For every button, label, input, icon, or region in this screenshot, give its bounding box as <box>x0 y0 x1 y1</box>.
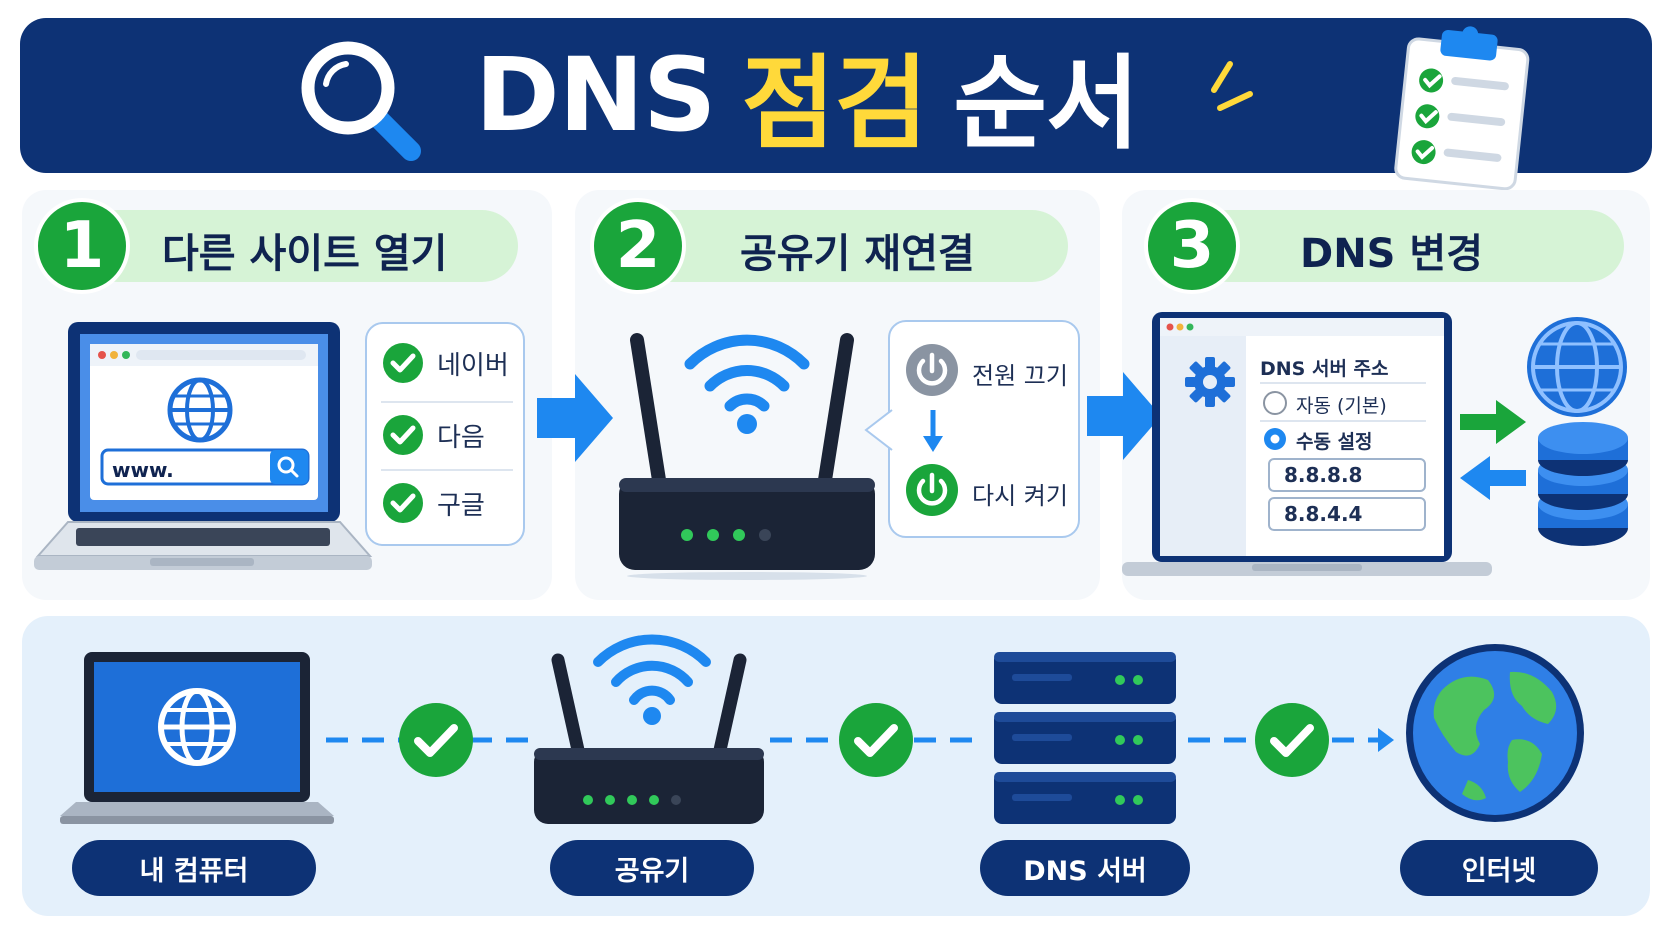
list-item: 다음 <box>367 402 527 468</box>
step-3-title: DNS 변경 <box>1300 231 1484 277</box>
power-on-label: 다시 켜기 <box>972 482 1068 510</box>
option-manual-label: 수동 설정 <box>1296 431 1373 453</box>
step-3-number: 3 <box>1144 198 1240 294</box>
arrow-left-blue-icon <box>1460 456 1526 500</box>
arrow-down-icon <box>923 410 943 452</box>
step-1-header <box>82 210 518 282</box>
browser-laptop-icon <box>34 322 373 570</box>
server-icon <box>994 652 1176 824</box>
flow-check-icon <box>839 703 913 777</box>
computer-icon <box>60 652 334 824</box>
list-item: 구글 <box>367 470 527 536</box>
clipboard-checklist-icon <box>1394 26 1530 191</box>
power-on-icon <box>906 464 958 516</box>
dns-window-title: DNS 서버 주소 <box>1260 358 1389 380</box>
globe-icon <box>1527 317 1627 417</box>
check-icon <box>383 415 423 455</box>
check-icon <box>383 483 423 523</box>
site-checklist: 네이버 다음 구글 <box>365 322 525 546</box>
arrow-right-icon <box>537 374 613 462</box>
title-prefix: DNS <box>475 35 716 155</box>
flow-wifi-icon <box>593 634 711 725</box>
step-3-header <box>1192 210 1624 282</box>
arrow-right-green-icon <box>1460 400 1526 444</box>
step-1-title: 다른 사이트 열기 <box>162 231 448 277</box>
step-1-number: 1 <box>34 198 130 294</box>
header-banner: DNS 점검 순서 <box>20 18 1652 173</box>
power-off-icon <box>906 344 958 396</box>
step-2-title: 공유기 재연결 <box>740 231 975 277</box>
list-item: 네이버 <box>367 330 527 396</box>
page-title: DNS 점검 순서 <box>475 34 1140 164</box>
dns-primary-field[interactable]: 8.8.8.8 <box>1268 458 1426 492</box>
radio-manual[interactable] <box>1262 426 1288 452</box>
node-label-internet: 인터넷 <box>1400 840 1598 896</box>
step-2-header <box>636 210 1068 282</box>
divider <box>1260 420 1426 422</box>
divider <box>1260 382 1426 384</box>
bubble-tail <box>864 409 895 451</box>
site-label: 다음 <box>437 422 485 453</box>
spark-icon <box>1211 61 1253 111</box>
earth-icon <box>1406 644 1584 822</box>
power-cycle-card: 전원 끄기 다시 켜기 <box>864 320 1080 538</box>
router-icon <box>619 333 875 580</box>
title-suffix: 순서 <box>953 44 1140 164</box>
site-label: 네이버 <box>437 350 509 381</box>
node-label-router: 공유기 <box>550 840 754 896</box>
flow-check-icon <box>1255 703 1329 777</box>
check-icon <box>383 343 423 383</box>
step-2-number: 2 <box>590 198 686 294</box>
radio-auto[interactable] <box>1262 390 1288 416</box>
title-highlight: 점검 <box>741 44 929 164</box>
node-label-dns-server: DNS 서버 <box>980 840 1190 896</box>
node-label-computer: 내 컴퓨터 <box>72 840 316 896</box>
gear-icon <box>1185 357 1235 407</box>
arrow-right-icon <box>1087 372 1161 460</box>
option-auto-label: 자동 (기본) <box>1296 395 1387 417</box>
dns-secondary-field[interactable]: 8.8.4.4 <box>1268 497 1426 531</box>
globe-icon <box>167 377 233 443</box>
magnifier-icon <box>301 41 421 161</box>
address-bar-text: www. <box>112 458 174 482</box>
flow-check-icon <box>399 703 473 777</box>
power-off-label: 전원 끄기 <box>972 362 1068 390</box>
wifi-icon <box>684 334 810 434</box>
site-label: 구글 <box>437 490 485 521</box>
flow-router-icon <box>534 653 764 824</box>
database-icon <box>1538 422 1628 546</box>
